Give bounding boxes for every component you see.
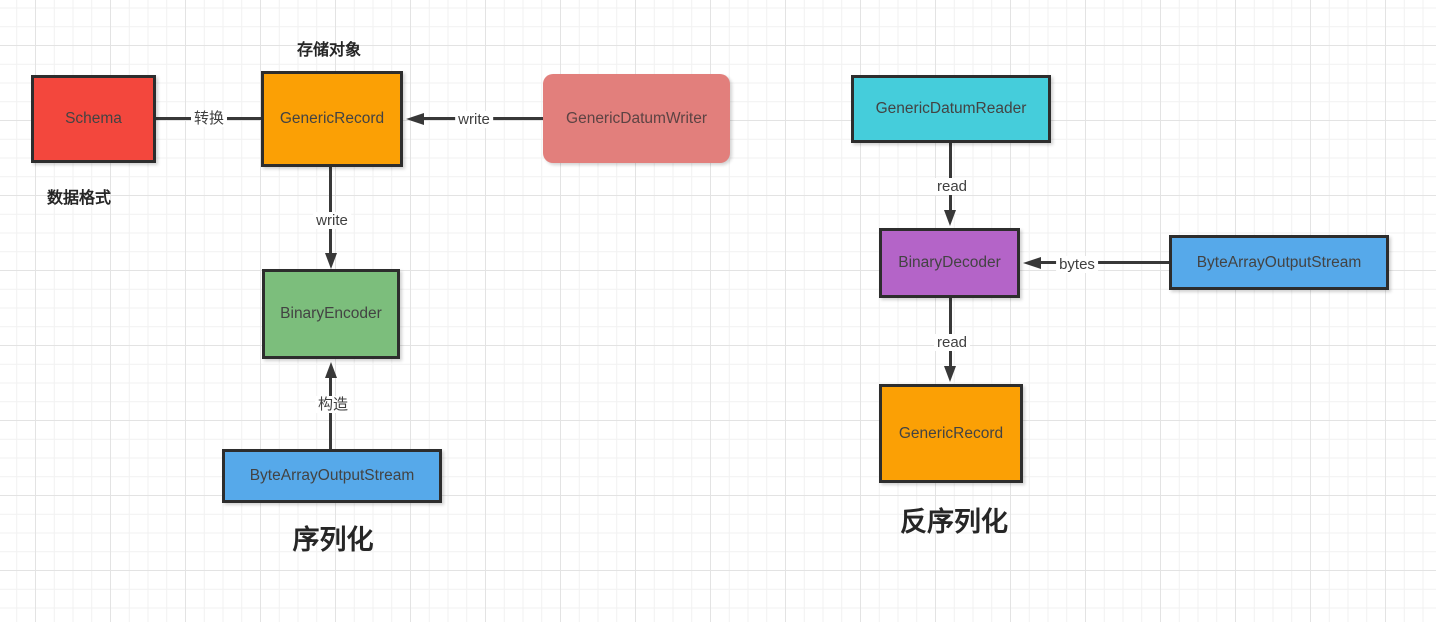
edge-label-construct[interactable]: 构造 bbox=[314, 396, 352, 414]
edge-genericrecord-to-binaryencoder[interactable] bbox=[329, 167, 332, 253]
edge-datumreader-to-binarydecoder[interactable] bbox=[949, 143, 952, 212]
section-title-deserialize[interactable]: 反序列化 bbox=[900, 507, 1008, 537]
node-label: ByteArrayOutputStream bbox=[1196, 253, 1362, 271]
arrowhead-down-icon bbox=[944, 210, 956, 226]
arrowhead-left-icon bbox=[1023, 257, 1041, 269]
node-label: GenericRecord bbox=[898, 424, 1004, 442]
edge-label-write-horizontal[interactable]: write bbox=[455, 111, 493, 129]
node-generic-datum-reader[interactable]: GenericDatumReader bbox=[851, 75, 1051, 143]
node-label: Schema bbox=[65, 110, 122, 127]
edge-binarydecoder-to-genericrecord[interactable] bbox=[949, 298, 952, 368]
node-label: GenericDatumReader bbox=[875, 100, 1027, 117]
edge-label-write-vertical[interactable]: write bbox=[313, 212, 351, 230]
edge-label-convert[interactable]: 转换 bbox=[190, 110, 228, 128]
arrowhead-down-icon bbox=[944, 366, 956, 382]
node-label: BinaryDecoder bbox=[898, 254, 1001, 271]
node-label: GenericDatumWriter bbox=[566, 109, 707, 127]
node-binary-decoder[interactable]: BinaryDecoder bbox=[879, 228, 1020, 298]
arrowhead-left-icon bbox=[406, 113, 424, 125]
annotation-data-format[interactable]: 数据格式 bbox=[47, 190, 112, 207]
edge-label-bytes[interactable]: bytes bbox=[1056, 256, 1098, 274]
arrowhead-down-icon bbox=[325, 253, 337, 269]
section-title-serialize[interactable]: 序列化 bbox=[292, 525, 374, 555]
edge-label-read-bottom[interactable]: read bbox=[933, 334, 971, 352]
edge-label-read-top[interactable]: read bbox=[933, 178, 971, 196]
node-generic-record-deserialize[interactable]: GenericRecord bbox=[879, 384, 1023, 483]
node-generic-record-serialize[interactable]: GenericRecord bbox=[261, 71, 403, 167]
node-label: ByteArrayOutputStream bbox=[249, 467, 415, 484]
node-byte-array-output-stream-serialize[interactable]: ByteArrayOutputStream bbox=[222, 449, 442, 503]
edge-baos-to-binaryencoder[interactable] bbox=[329, 378, 332, 449]
node-byte-array-output-stream-deserialize[interactable]: ByteArrayOutputStream bbox=[1169, 235, 1389, 290]
node-schema[interactable]: Schema bbox=[31, 75, 156, 163]
node-label: BinaryEncoder bbox=[280, 305, 382, 322]
node-binary-encoder[interactable]: BinaryEncoder bbox=[262, 269, 400, 359]
arrowhead-up-icon bbox=[325, 362, 337, 378]
node-generic-datum-writer[interactable]: GenericDatumWriter bbox=[543, 74, 730, 163]
node-label: GenericRecord bbox=[279, 110, 385, 127]
annotation-store-object[interactable]: 存储对象 bbox=[297, 42, 362, 59]
edge-baos-to-binarydecoder[interactable] bbox=[1041, 261, 1169, 264]
